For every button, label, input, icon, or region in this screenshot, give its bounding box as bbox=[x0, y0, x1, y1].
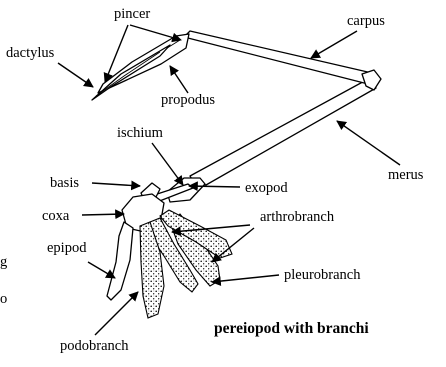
diagram-caption: pereiopod with branchi bbox=[214, 320, 369, 337]
epipod-segment bbox=[107, 222, 133, 300]
arrow-epipod bbox=[88, 262, 115, 278]
label-pleurobranch: pleurobranch bbox=[284, 267, 361, 283]
arrow-pincer-to-propodus bbox=[130, 25, 181, 40]
arrow-exopod bbox=[189, 186, 240, 187]
label-pincer: pincer bbox=[114, 6, 150, 22]
arrow-pleurobranch bbox=[212, 275, 279, 282]
label-merus: merus bbox=[388, 167, 424, 183]
arrow-dactylus bbox=[58, 63, 93, 87]
edge-text-fragment-1: g bbox=[0, 254, 7, 270]
label-exopod: exopod bbox=[245, 180, 288, 196]
arrow-merus bbox=[337, 121, 400, 165]
label-basis: basis bbox=[50, 175, 79, 191]
carpus-segment bbox=[184, 31, 375, 84]
label-propodus: propodus bbox=[161, 92, 215, 108]
label-epipod: epipod bbox=[47, 240, 87, 256]
arrow-coxa bbox=[82, 214, 124, 215]
merus-segment bbox=[190, 78, 376, 185]
label-ischium: ischium bbox=[117, 125, 164, 141]
arrow-propodus bbox=[170, 66, 188, 93]
label-carpus: carpus bbox=[347, 13, 385, 29]
label-podobranch: podobranch bbox=[60, 338, 129, 354]
edge-text-fragment-2: o bbox=[0, 291, 7, 307]
arrow-podobranch bbox=[95, 292, 138, 335]
arrow-carpus bbox=[311, 31, 357, 58]
arrow-basis bbox=[92, 183, 140, 186]
label-arthrobranch: arthrobranch bbox=[260, 209, 335, 225]
label-coxa: coxa bbox=[42, 208, 70, 224]
label-dactylus: dactylus bbox=[6, 45, 55, 61]
arrow-ischium bbox=[152, 143, 183, 185]
